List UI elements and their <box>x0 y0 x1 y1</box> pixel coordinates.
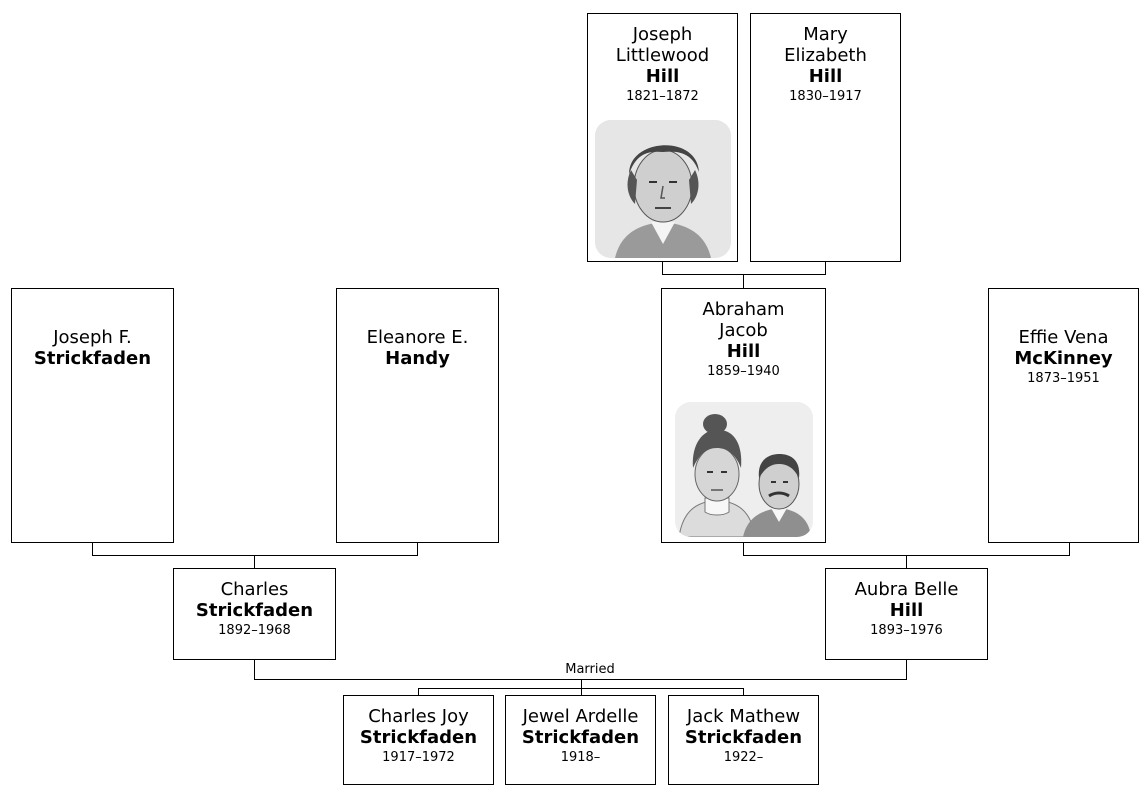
first-name: Charles <box>220 579 289 600</box>
first-name: Jack Mathew <box>686 706 801 727</box>
person-card-effie-vena-mckinney[interactable]: Effie Vena McKinney 1873–1951 <box>988 288 1139 543</box>
life-years: 1873–1951 <box>1027 371 1100 386</box>
connector-line <box>662 262 663 274</box>
first-name: Joseph Littlewood <box>615 24 710 66</box>
life-years: 1918– <box>560 750 601 765</box>
first-name: Jewel Ardelle <box>522 706 639 727</box>
first-name: Aubra Belle <box>854 579 959 600</box>
life-years: 1922– <box>723 750 764 765</box>
connector-line <box>417 543 418 555</box>
portrait-photo-abraham-jacob-hill <box>675 402 813 537</box>
last-name: Hill <box>645 66 680 87</box>
connector-line <box>1069 543 1070 555</box>
person-card-jack-mathew-strickfaden[interactable]: Jack Mathew Strickfaden 1922– <box>668 695 819 785</box>
last-name: Hill <box>808 66 843 87</box>
last-name: Strickfaden <box>33 348 152 369</box>
connector-line <box>581 679 582 688</box>
connector-line <box>662 274 826 275</box>
connector-line <box>825 262 826 274</box>
couple-portrait-icon <box>675 402 813 537</box>
person-card-eleanore-e-handy[interactable]: Eleanore E. Handy <box>336 288 499 543</box>
marriage-line <box>254 679 907 680</box>
connector-line <box>906 555 907 568</box>
first-name: Joseph F. <box>53 327 132 348</box>
first-name: Eleanore E. <box>366 327 469 348</box>
life-years: 1859–1940 <box>707 364 780 379</box>
life-years: 1821–1872 <box>626 89 699 104</box>
last-name: Strickfaden <box>521 727 640 748</box>
life-years: 1893–1976 <box>870 623 943 638</box>
connector-line <box>254 660 255 679</box>
person-card-charles-strickfaden[interactable]: Charles Strickfaden 1892–1968 <box>173 568 336 660</box>
connector-line <box>581 688 582 695</box>
last-name: Hill <box>726 341 761 362</box>
connector-line <box>92 555 418 556</box>
connector-line <box>743 543 744 555</box>
connector-line <box>254 555 255 568</box>
connector-line <box>743 688 744 695</box>
last-name: Hill <box>889 600 924 621</box>
first-name: Charles Joy <box>368 706 469 727</box>
last-name: Strickfaden <box>359 727 478 748</box>
last-name: Strickfaden <box>684 727 803 748</box>
first-name: Mary Elizabeth <box>784 24 867 66</box>
last-name: Strickfaden <box>195 600 314 621</box>
first-name: Effie Vena <box>1018 327 1109 348</box>
connector-line <box>92 543 93 555</box>
connector-line <box>906 660 907 679</box>
person-card-mary-elizabeth-hill[interactable]: Mary Elizabeth Hill 1830–1917 <box>750 13 901 262</box>
life-years: 1892–1968 <box>218 623 291 638</box>
person-card-jewel-ardelle-strickfaden[interactable]: Jewel Ardelle Strickfaden 1918– <box>505 695 656 785</box>
marriage-label: Married <box>565 662 615 677</box>
connector-line <box>418 688 419 695</box>
life-years: 1830–1917 <box>789 89 862 104</box>
person-card-aubra-belle-hill[interactable]: Aubra Belle Hill 1893–1976 <box>825 568 988 660</box>
last-name: Handy <box>385 348 450 369</box>
person-card-joseph-f-strickfaden[interactable]: Joseph F. Strickfaden <box>11 288 174 543</box>
first-name: Abraham Jacob <box>702 299 785 341</box>
portrait-photo-joseph-littlewood-hill <box>595 120 731 258</box>
last-name: McKinney <box>1014 348 1113 369</box>
life-years: 1917–1972 <box>382 750 455 765</box>
connector-line <box>743 274 744 288</box>
person-card-charles-joy-strickfaden[interactable]: Charles Joy Strickfaden 1917–1972 <box>343 695 494 785</box>
man-portrait-icon <box>595 120 731 258</box>
